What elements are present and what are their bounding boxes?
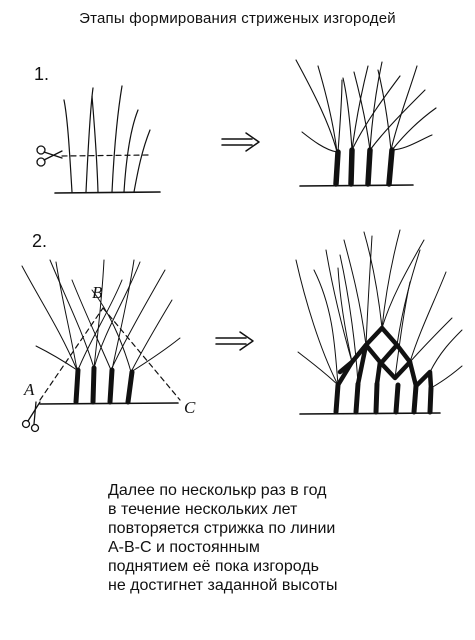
- lattice-stems: [333, 325, 434, 415]
- arrow-right-icon: [215, 331, 254, 351]
- caption: Далее по несколькр раз в год в течение н…: [108, 481, 428, 595]
- point-c-label: C: [184, 398, 196, 417]
- step-2-after: [295, 229, 463, 415]
- step-1-after: [295, 59, 437, 187]
- step-1-before: [36, 85, 161, 194]
- caption-line: не достигнет заданной высоты: [108, 577, 338, 594]
- cut-line: [61, 154, 151, 157]
- ground-line: [54, 191, 161, 194]
- new-shoots: [295, 59, 437, 153]
- stem: [85, 87, 94, 193]
- stem: [123, 109, 139, 193]
- scissors-icon: [36, 145, 63, 167]
- stem: [63, 99, 73, 193]
- caption-line: в течение нескольких лет: [108, 501, 298, 518]
- step-2-before: [21, 259, 181, 433]
- top-shoots: [295, 229, 463, 389]
- diagram-title: Этапы формирования стриженых изгородей: [79, 10, 396, 27]
- stem: [133, 129, 151, 193]
- caption-line: А-В-С и постоянным: [108, 539, 260, 556]
- point-b-label: B: [92, 283, 103, 302]
- scissors-icon: [21, 401, 41, 433]
- cut-line-abc: [39, 307, 181, 401]
- caption-line: повторяется стрижка по линии: [108, 520, 336, 537]
- stem: [91, 95, 99, 193]
- caption-line: Далее по несколькр раз в год: [108, 482, 327, 499]
- step-2-number: 2.: [32, 231, 48, 251]
- ground-line: [299, 184, 414, 187]
- arrow-right-icon: [221, 132, 260, 152]
- cut-stumps: [333, 147, 395, 187]
- step-1-number: 1.: [34, 64, 50, 84]
- ground-line: [299, 412, 441, 415]
- caption-line: поднятием её пока изгородь: [108, 558, 319, 575]
- stem: [111, 85, 123, 193]
- shoots: [21, 259, 181, 373]
- cut-stumps: [73, 365, 135, 405]
- point-a-label: A: [24, 380, 35, 399]
